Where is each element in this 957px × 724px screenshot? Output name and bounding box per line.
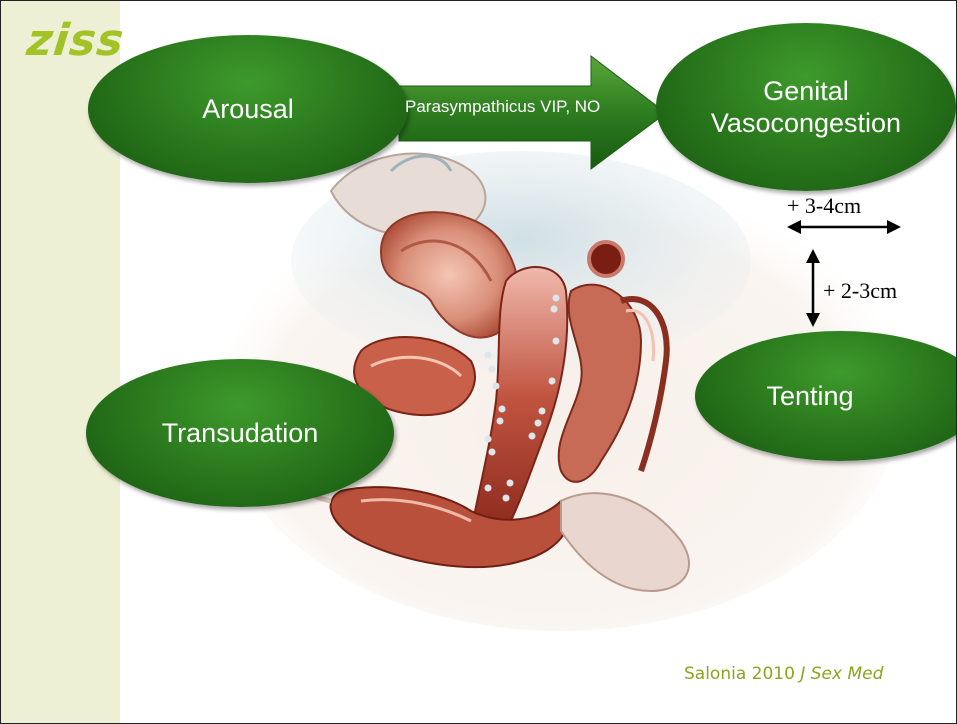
horizontal-double-arrow — [787, 220, 901, 234]
citation: Salonia 2010 J Sex Med — [684, 664, 883, 684]
genital-label-line2: Vasocongestion — [711, 107, 901, 139]
tenting-label: Tenting — [766, 380, 853, 412]
citation-journal: J Sex Med — [800, 664, 883, 684]
arousal-node: Arousal — [88, 35, 408, 183]
arousal-label: Arousal — [202, 93, 294, 125]
citation-authors: Salonia 2010 — [684, 664, 795, 684]
transudation-node: Transudation — [86, 359, 394, 507]
genital-vasocongestion-node: Genital Vasocongestion — [656, 23, 956, 191]
vertical-measurement: + 2-3cm — [823, 278, 897, 304]
genital-label-line1: Genital — [711, 75, 901, 107]
horizontal-measurement: + 3-4cm — [787, 193, 861, 219]
transudation-label: Transudation — [162, 417, 319, 449]
arrow-label: Parasympathicus VIP, NO — [405, 97, 600, 117]
